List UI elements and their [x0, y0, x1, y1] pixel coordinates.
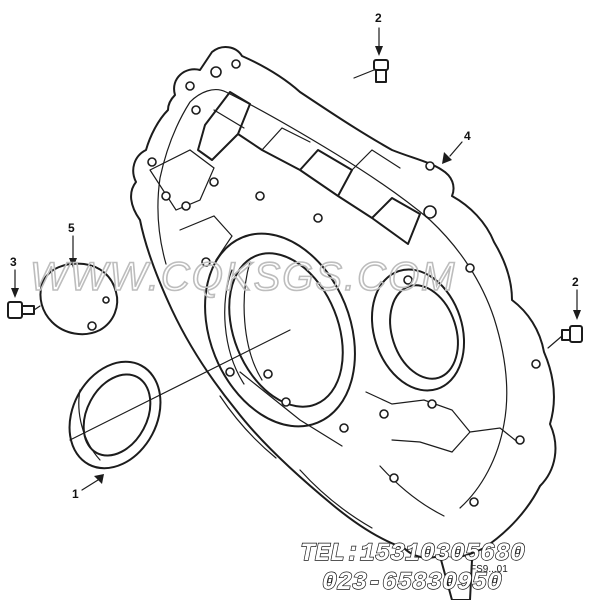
- leader-lines: [11, 27, 581, 491]
- housing-lower-ribs: [219, 371, 521, 529]
- bolt-right: [547, 325, 583, 349]
- cover-plate: [39, 262, 119, 336]
- callout-left-bolt: 3: [10, 255, 17, 269]
- main-bore: [204, 232, 356, 428]
- watermark: WWW.CQKSGS.COM: [30, 255, 456, 299]
- callout-housing: 4: [464, 129, 471, 143]
- bolt-top: [353, 59, 389, 83]
- reference-code: FS9...01: [470, 564, 508, 575]
- callout-top-bolt: 2: [375, 11, 382, 25]
- oil-seal: [68, 360, 162, 470]
- callout-right-bolt: 2: [572, 275, 579, 289]
- contact-tel: TEL:15310305680: [300, 539, 525, 568]
- bolt-holes: [147, 59, 541, 507]
- contact-phone: 023-65830950: [322, 568, 502, 597]
- housing-top-rib: [197, 91, 421, 245]
- callout-cover: 5: [68, 221, 75, 235]
- callout-seal: 1: [72, 487, 79, 501]
- housing-rib-detail: [149, 109, 401, 261]
- flywheel-housing: [130, 46, 557, 600]
- housing-inner-flange: [157, 89, 508, 509]
- starter-bore: [370, 268, 466, 392]
- housing-bottom-tab: [439, 555, 473, 600]
- bolt-left: [7, 301, 41, 319]
